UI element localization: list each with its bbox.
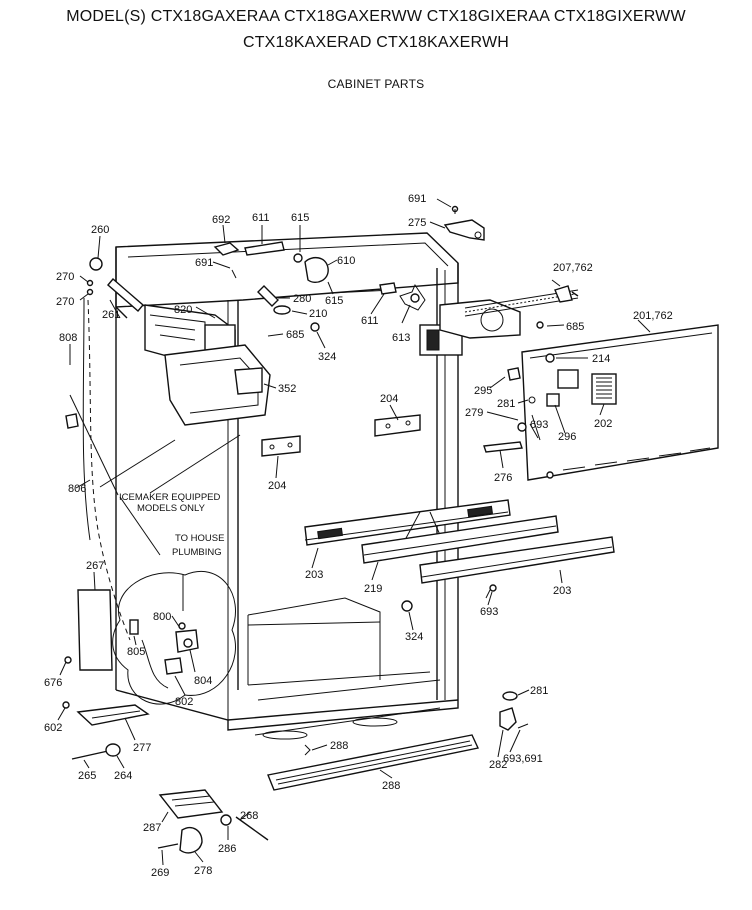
callout-276: 276: [494, 472, 512, 484]
callout-279: 279: [465, 407, 483, 419]
callout-802: 802: [175, 696, 193, 708]
callout-820: 820: [174, 304, 192, 316]
callout-207-762: 207,762: [553, 262, 593, 274]
callout-281: 281: [497, 398, 515, 410]
callout-288: 288: [382, 780, 400, 792]
callout-265: 265: [78, 770, 96, 782]
leader-lines: [57, 198, 651, 866]
rail-203-upper: [304, 499, 511, 546]
rail-219: [361, 515, 559, 564]
callout-693: 693: [530, 419, 548, 431]
callout-286: 286: [218, 843, 236, 855]
callout-210: 210: [309, 308, 327, 320]
back-panel: [521, 324, 719, 481]
callout-287: 287: [143, 822, 161, 834]
callout-261: 261: [102, 309, 120, 321]
icemaker-note-line1: ICEMAKER EQUIPPED: [119, 492, 220, 503]
valve-cutaway-outline: [112, 570, 236, 705]
callout-204: 204: [268, 480, 286, 492]
callout-268: 268: [240, 810, 258, 822]
grille-288: [267, 734, 480, 791]
callout-labels: 691 275 692 611 615 260 691 610 207,762 …: [44, 193, 673, 879]
callout-280: 280: [293, 293, 311, 305]
callout-692: 692: [212, 214, 230, 226]
callout-219: 219: [364, 583, 382, 595]
callout-693: 693: [480, 606, 498, 618]
callout-615: 615: [325, 295, 343, 307]
callout-270: 270: [56, 271, 74, 283]
callout-277: 277: [133, 742, 151, 754]
callout-260: 260: [91, 224, 109, 236]
callout-270: 270: [56, 296, 74, 308]
house-plumbing-note-line2: PLUMBING: [172, 547, 222, 558]
callout-676: 676: [44, 677, 62, 689]
callout-203: 203: [553, 585, 571, 597]
rail-203-lower: [419, 536, 615, 584]
bracket-204-left: [261, 435, 301, 457]
callout-288: 288: [330, 740, 348, 752]
callout-324: 324: [318, 351, 336, 363]
callout-352: 352: [278, 383, 296, 395]
callout-602: 602: [44, 722, 62, 734]
callout-201-762: 201,762: [633, 310, 673, 322]
callout-691: 691: [195, 257, 213, 269]
models-line-2: CTX18KAXERAD CTX18KAXERWH: [242, 34, 510, 51]
callout-808: 808: [59, 332, 77, 344]
callout-204: 204: [380, 393, 398, 405]
icemaker-note-line2: MODELS ONLY: [137, 503, 206, 514]
callout-267: 267: [86, 560, 104, 572]
models-line-1: MODEL(S) CTX18GAXERAA CTX18GAXERWW CTX18…: [66, 8, 686, 25]
callout-806: 806: [68, 483, 86, 495]
callout-324: 324: [405, 631, 423, 643]
callout-691: 691: [408, 193, 426, 205]
callout-685: 685: [286, 329, 304, 341]
callout-800: 800: [153, 611, 171, 623]
water-line-dashed: [87, 299, 131, 641]
callout-269: 269: [151, 867, 169, 879]
callout-611: 611: [252, 212, 270, 224]
defrost-heater-coil: [464, 285, 579, 317]
callout-203: 203: [305, 569, 323, 581]
side-cover-267: [77, 589, 113, 671]
callout-264: 264: [114, 770, 132, 782]
callout-295: 295: [474, 385, 492, 397]
water-tube-261: [89, 257, 144, 312]
section-title: CABINET PARTS: [327, 77, 425, 91]
callout-281: 281: [530, 685, 548, 697]
callout-202: 202: [594, 418, 612, 430]
callout-804: 804: [194, 675, 212, 687]
callout-610: 610: [337, 255, 355, 267]
callout-296: 296: [558, 431, 576, 443]
bracket-204-right: [374, 414, 421, 437]
callout-685: 685: [566, 321, 584, 333]
fan-assembly-613: [329, 282, 521, 356]
callout-282: 282: [489, 759, 507, 771]
callout-214: 214: [592, 353, 610, 365]
icemaker-assembly: [144, 304, 271, 426]
callout-275: 275: [408, 217, 426, 229]
callout-278: 278: [194, 865, 212, 877]
callout-611: 611: [361, 315, 379, 327]
callout-805: 805: [127, 646, 145, 658]
callout-613: 613: [392, 332, 410, 344]
callout-693-691: 693,691: [503, 753, 543, 765]
house-plumbing-note-line1: TO HOUSE: [175, 533, 224, 544]
callout-615: 615: [291, 212, 309, 224]
